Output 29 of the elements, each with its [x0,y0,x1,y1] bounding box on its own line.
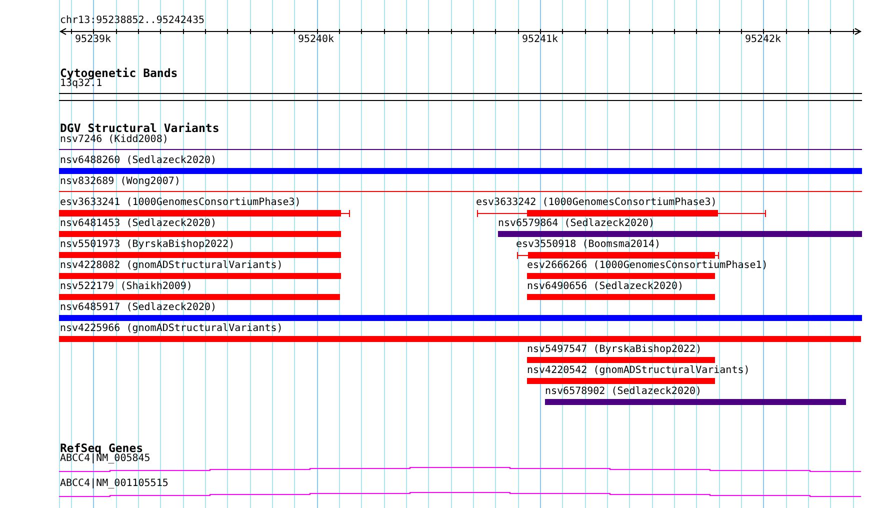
feature-label: nsv6490656 (Sedlazeck2020) [527,281,684,292]
feature-label: nsv522179 (Shaikh2009) [60,281,192,292]
feature-label: nsv4225966 (gnomADStructuralVariants) [60,323,283,334]
location-label: chr13:95238852..95242435 [60,15,204,26]
feature-label: nsv6578902 (Sedlazeck2020) [545,386,702,397]
feature-label: esv3633242 (1000GenomesConsortiumPhase3) [476,197,717,208]
feature-label: nsv4228082 (gnomADStructuralVariants) [60,260,283,271]
feature-label: nsv7246 (Kidd2008) [60,134,168,145]
tick-label: 95242k [744,34,782,45]
feature-label: nsv5497547 (ByrskaBishop2022) [527,344,702,355]
feature-label: nsv832689 (Wong2007) [60,176,180,187]
feature-label: esv3550918 (Boomsma2014) [516,239,660,250]
gene-label: ABCC4|NM_005845 [60,453,150,464]
band-label: 13q32.1 [60,78,102,89]
track-heading: Cytogenetic Bands [60,67,178,79]
feature-label: nsv6481453 (Sedlazeck2020) [60,218,217,229]
track-heading: DGV Structural Variants [60,122,220,134]
feature-label: nsv5501973 (ByrskaBishop2022) [60,239,235,250]
tick-label: 95239k [74,34,112,45]
gene-label: ABCC4|NM_001105515 [60,478,168,489]
tick-label: 95240k [298,34,334,45]
feature-label: nsv6485917 (Sedlazeck2020) [60,302,217,313]
feature-label: esv3633241 (1000GenomesConsortiumPhase3) [60,197,301,208]
feature-label: nsv6488260 (Sedlazeck2020) [60,155,217,166]
feature-label: nsv6579864 (Sedlazeck2020) [498,218,655,229]
track-heading: RefSeq Genes [60,442,144,454]
tick-label: 95241k [522,34,558,45]
feature-label: nsv4220542 (gnomADStructuralVariants) [527,365,750,376]
feature-label: esv2666266 (1000GenomesConsortiumPhase1) [527,260,768,271]
